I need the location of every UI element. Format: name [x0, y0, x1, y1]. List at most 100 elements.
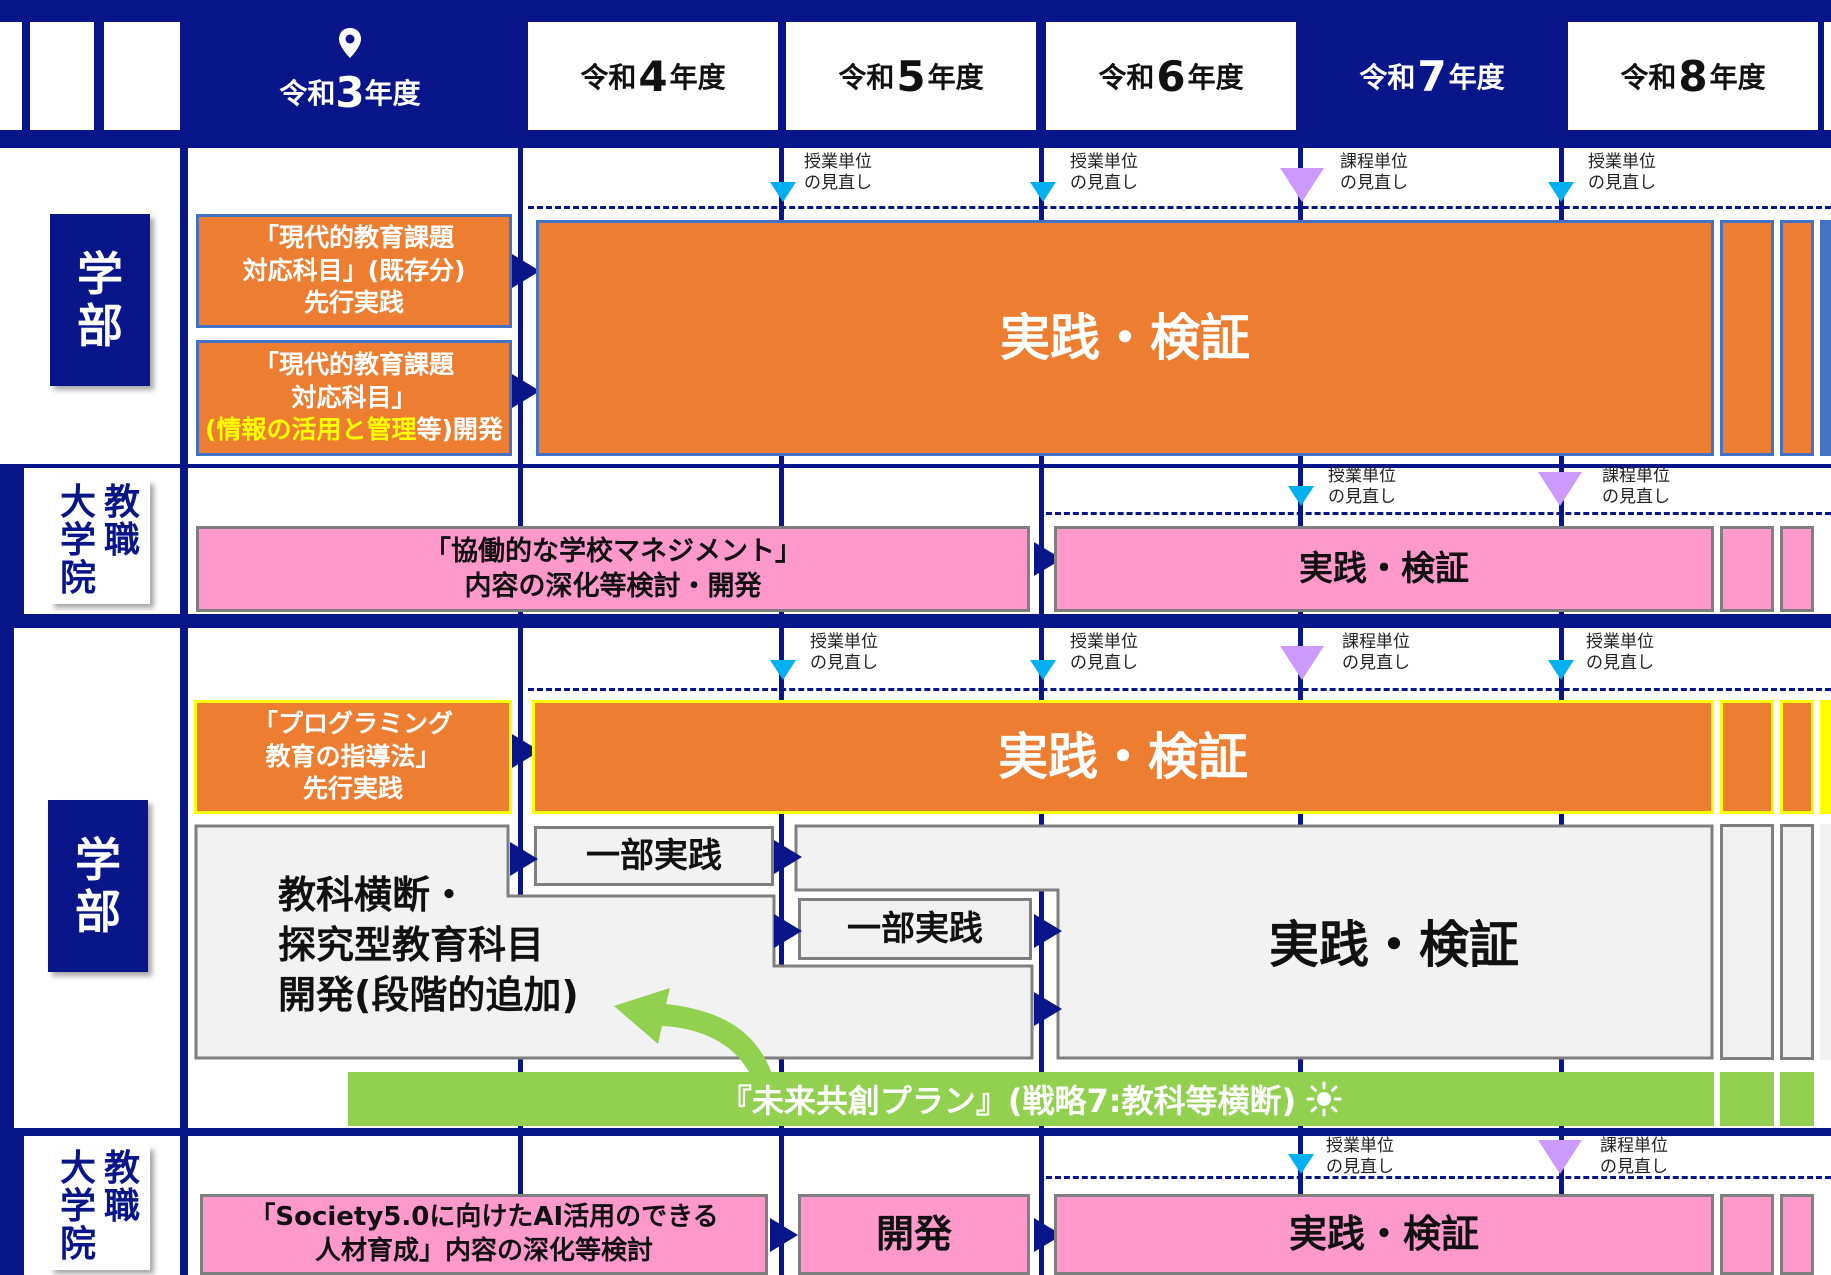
curved-arrow-icon: [614, 988, 772, 1074]
right-arrow: [1034, 992, 1062, 1026]
right-arrow: [1034, 914, 1062, 948]
unit-review-marker: [1548, 660, 1574, 680]
review-note: 課程単位の見直し: [1340, 152, 1408, 193]
partial-practice-box: 一部実践: [798, 898, 1032, 960]
school-management-develop-box: 「協働的な学校マネジメント」内容の深化等検討・開発: [196, 526, 1030, 612]
year-prefix: 令和: [838, 61, 895, 94]
review-note: 授業単位の見直し: [1326, 1136, 1394, 1177]
grad-school-label: 大学院 教職: [50, 1146, 150, 1270]
year-suffix: 年度: [1448, 61, 1505, 94]
programming-pilot-box: 「プログラミング教育の指導法」先行実践: [194, 700, 512, 814]
course-review-marker: [1280, 646, 1324, 680]
undergrad-label: 学部: [48, 800, 148, 972]
year-num: 5: [896, 51, 926, 101]
practice-extension-bar: [1780, 220, 1814, 456]
practice-extension-bar: [1780, 824, 1814, 1060]
future-plan-banner: 『未来共創プラン』(戦略7:教科等横断): [348, 1072, 1714, 1126]
review-note: 授業単位の見直し: [1586, 632, 1654, 673]
header-blank-cell: [104, 22, 180, 130]
review-dashed-line: [528, 206, 1831, 209]
practice-extension-bar: [1780, 700, 1814, 814]
year-num: 4: [638, 51, 668, 101]
practice-extension-bar: [1780, 1194, 1814, 1275]
plan-extension-bar: [1780, 1072, 1814, 1126]
year-num: 8: [1678, 51, 1708, 101]
practice-extension-bar: [1720, 220, 1774, 456]
right-arrow: [512, 254, 540, 288]
year-num: 7: [1417, 51, 1447, 101]
unit-review-marker: [770, 182, 796, 202]
review-note: 授業単位の見直し: [810, 632, 878, 673]
practice-extension-bar: [1720, 1194, 1774, 1275]
review-dashed-line: [528, 688, 1831, 691]
sun-icon: [1306, 1081, 1342, 1117]
right-arrow: [774, 840, 802, 874]
unit-review-marker: [1548, 182, 1574, 202]
unit-review-marker: [1030, 660, 1056, 680]
right-arrow: [774, 914, 802, 948]
practice-extension-bar: [1720, 700, 1774, 814]
plan-extension-bar: [1720, 1072, 1774, 1126]
new-subjects-box: 「現代的教育課題対応科目」(情報の活用と管理等)開発: [196, 340, 512, 456]
practice-verify-bar: 実践・検証: [532, 700, 1714, 814]
existing-subjects-box: 「現代的教育課題対応科目」(既存分)先行実践: [196, 214, 512, 328]
course-review-marker: [1280, 168, 1324, 202]
course-review-marker: [1538, 472, 1582, 506]
partial-practice-box: 一部実践: [534, 826, 774, 886]
year-suffix: 年度: [364, 77, 421, 110]
year-suffix: 年度: [927, 61, 984, 94]
review-note: 授業単位の見直し: [1588, 152, 1656, 193]
ai-talent-develop-box: 「Society5.0に向けたAI活用のできる人材育成」内容の深化等検討: [200, 1194, 768, 1275]
year-suffix: 年度: [1187, 61, 1244, 94]
cross-subject-develop-shape: [194, 824, 1714, 1060]
cross-subject-label: 教科横断・探究型教育科目開発(段階的追加): [278, 873, 579, 1017]
right-arrow: [510, 842, 538, 876]
practice-extension-edge: [1820, 700, 1831, 814]
practice-extension-bar: [1720, 824, 1774, 1060]
practice-extension-bar: [1720, 526, 1774, 612]
practice-verify-bar: 実践・検証: [1054, 526, 1714, 612]
header-edge-cell: [1824, 22, 1831, 130]
practice-extension-bar: [1780, 526, 1814, 612]
practice-verify-bar: 実践・検証: [536, 220, 1714, 456]
right-arrow: [512, 374, 540, 408]
year-prefix: 令和: [279, 77, 336, 110]
review-note: 授業単位の見直し: [1328, 466, 1396, 507]
year-suffix: 年度: [1709, 61, 1766, 94]
year-prefix: 令和: [580, 61, 637, 94]
unit-review-marker: [770, 660, 796, 680]
review-dashed-line: [1046, 512, 1831, 515]
review-note: 課程単位の見直し: [1342, 632, 1410, 673]
right-arrow: [770, 1218, 798, 1252]
undergrad-label: 学部: [50, 214, 150, 386]
location-pin-icon: [339, 28, 361, 58]
practice-extension-edge: [1820, 824, 1831, 1060]
practice-verify-bar: 実践・検証: [1054, 1194, 1714, 1275]
review-note: 授業単位の見直し: [1070, 152, 1138, 193]
year-prefix: 令和: [1359, 61, 1416, 94]
header-blank-cell: [0, 22, 22, 130]
unit-review-marker: [1030, 182, 1056, 202]
practice-verify-label: 実践・検証: [1269, 916, 1519, 974]
year-suffix: 年度: [669, 61, 726, 94]
header-blank-cell: [30, 22, 94, 130]
year-prefix: 令和: [1098, 61, 1155, 94]
year-prefix: 令和: [1620, 61, 1677, 94]
grad-school-label: 大学院 教職: [50, 480, 150, 604]
year-divider: [518, 148, 523, 1275]
review-note: 課程単位の見直し: [1602, 466, 1670, 507]
review-note: 授業単位の見直し: [804, 152, 872, 193]
develop-box: 開発: [798, 1194, 1030, 1275]
practice-extension-edge: [1820, 220, 1831, 456]
year-num: 3: [335, 67, 365, 117]
unit-review-marker: [1288, 486, 1314, 506]
review-dashed-line: [1046, 1176, 1831, 1179]
review-note: 課程単位の見直し: [1600, 1136, 1668, 1177]
unit-review-marker: [1288, 1154, 1314, 1174]
